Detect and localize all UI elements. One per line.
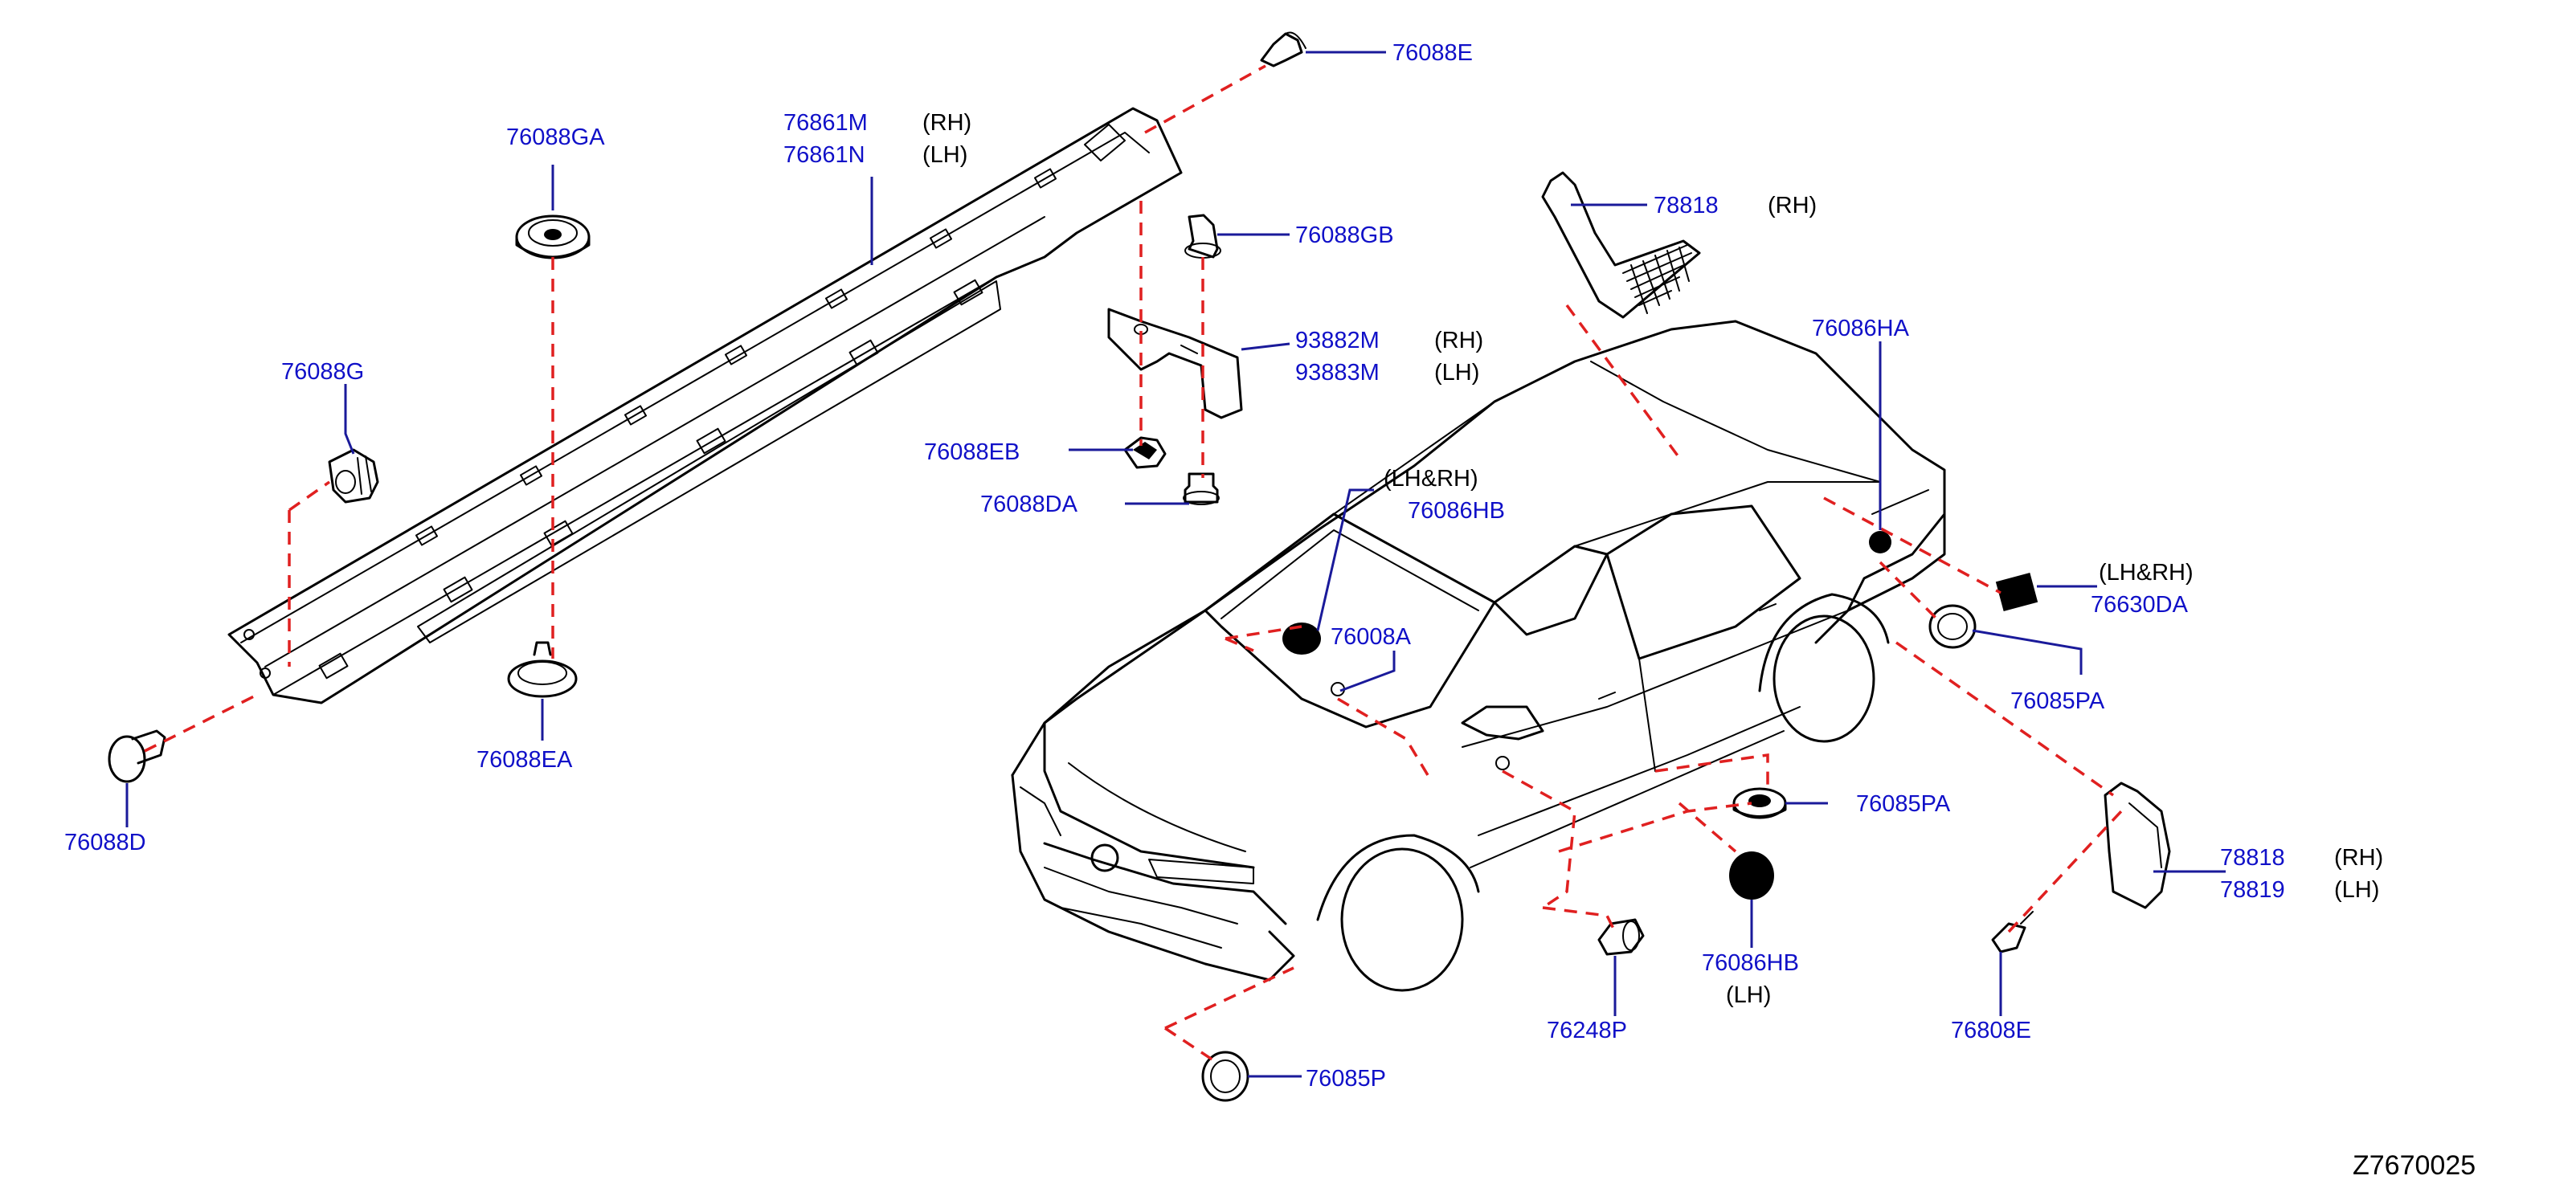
side-sill-molding [227, 107, 1183, 704]
label-76088eb: 76088EB [924, 439, 1020, 465]
label-76861n: 76861N [783, 142, 865, 168]
note-76630da: (LH&RH) [2099, 560, 2194, 586]
note-76086hb-top: (LH&RH) [1384, 466, 1478, 492]
label-76088e-top: 76088E [1392, 40, 1473, 66]
label-76630da: 76630DA [2091, 592, 2189, 618]
bracket-93882m [1107, 308, 1243, 419]
note-76086hb-bottom: (LH) [1726, 982, 1771, 1008]
grommet-76085pa-mid [1732, 787, 1787, 819]
note-78818-bottom: (RH) [2334, 845, 2383, 871]
clip-76088d [108, 729, 166, 783]
label-76861m: 76861M [783, 110, 868, 136]
label-76088d: 76088D [64, 830, 146, 855]
label-76088da: 76088DA [980, 492, 1078, 517]
mud-guard-top [1541, 171, 1701, 319]
clip-76248p [1597, 918, 1645, 956]
label-93883m: 93883M [1295, 360, 1380, 386]
note-78819: (LH) [2334, 877, 2379, 903]
label-78818-bottom: 78818 [2220, 845, 2285, 871]
label-78818-top: 78818 [1654, 193, 1719, 218]
note-93882m: (RH) [1434, 328, 1483, 353]
grommet-76085pa-right [1928, 604, 1977, 649]
mud-guard-bottom [2104, 782, 2171, 909]
clip-76088gb [1184, 214, 1221, 259]
label-76088gb: 76088GB [1295, 222, 1394, 248]
clip-76088ea [507, 641, 578, 698]
note-93883m: (LH) [1434, 360, 1479, 386]
label-76088g: 76088G [281, 359, 364, 385]
label-76085pa-mid: 76085PA [1856, 791, 1951, 817]
plug-76086hb-lh [1729, 851, 1774, 900]
label-76086hb-bottom: 76086HB [1702, 950, 1799, 976]
label-76085pa-right: 76085PA [2010, 688, 2105, 714]
label-78819: 78819 [2220, 877, 2285, 903]
label-93882m: 93882M [1295, 328, 1380, 353]
note-76861n: (LH) [922, 142, 967, 168]
screw-76808e [1991, 911, 2034, 953]
label-76808e: 76808E [1951, 1018, 2031, 1043]
label-76085p: 76085P [1306, 1066, 1386, 1092]
clip-76088e-top [1260, 31, 1306, 67]
diagram-id: Z7670025 [2353, 1150, 2476, 1181]
label-76248p: 76248P [1547, 1018, 1627, 1043]
note-76861m: (RH) [922, 110, 971, 136]
grommet-76088ga [515, 214, 591, 259]
clip-76088da [1183, 472, 1220, 505]
label-76086hb-top: 76086HB [1408, 498, 1505, 524]
part-labels: 76088E 76861M (RH) 76861N (LH) 76088GA 7… [64, 40, 2476, 1181]
pad-76630da [1995, 572, 2038, 612]
note-78818-top: (RH) [1768, 193, 1817, 218]
dashed-leaders [144, 64, 2123, 1062]
label-76086ha: 76086HA [1812, 316, 1910, 341]
clip-76088g [328, 448, 379, 504]
label-76008a: 76008A [1331, 624, 1412, 650]
label-leader-lines [125, 51, 2226, 1078]
clip-76088eb [1123, 436, 1167, 469]
car-body [1011, 320, 1946, 992]
label-76088ga: 76088GA [506, 125, 605, 150]
label-76088ea: 76088EA [476, 747, 573, 773]
